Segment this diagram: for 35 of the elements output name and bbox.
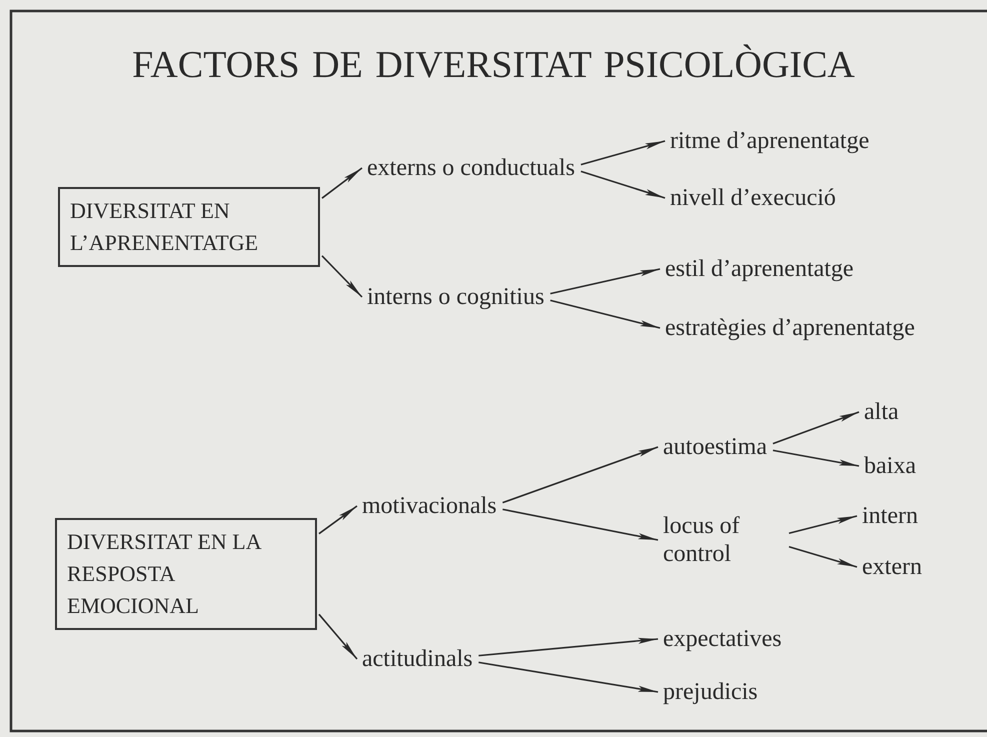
node-label: estil d’aprenentatge <box>665 255 854 283</box>
node-label: locus of control <box>663 512 741 568</box>
node-label: intern <box>862 502 918 530</box>
diagram-title: FACTORS DE DIVERSITAT PSICOLÒGICA <box>131 43 856 88</box>
arrow <box>318 614 358 660</box>
arrow <box>502 508 658 541</box>
node-label: motivacionals <box>362 492 497 520</box>
arrow <box>550 268 660 294</box>
arrow <box>478 638 658 656</box>
arrow <box>550 300 660 329</box>
arrow <box>772 450 860 467</box>
arrow <box>580 140 666 166</box>
node-label: extern <box>862 553 922 581</box>
node-label: externs o conductuals <box>367 154 575 182</box>
arrow <box>322 167 362 199</box>
arrow <box>318 505 358 534</box>
node-label: ritme d’aprenentatge <box>670 127 870 155</box>
arrow <box>580 170 666 199</box>
arrow <box>788 515 858 534</box>
category-box: DIVERSITAT EN LA RESPOSTA EMOCIONAL <box>55 518 317 630</box>
node-label: autoestima <box>663 433 767 461</box>
node-label: expectatives <box>663 625 782 653</box>
node-label: prejudicis <box>663 678 758 706</box>
arrow <box>788 546 858 568</box>
arrow <box>321 255 363 298</box>
arrow <box>772 411 860 444</box>
node-label: actitudinals <box>362 645 473 673</box>
node-label: alta <box>864 398 899 426</box>
arrow <box>478 662 658 693</box>
arrow <box>502 446 658 504</box>
node-label: baixa <box>864 452 916 480</box>
node-label: interns o cognitius <box>367 283 544 311</box>
category-box: DIVERSITAT EN L’APRENENTATGE <box>58 187 320 267</box>
node-label: estratègies d’aprenentatge <box>665 314 915 342</box>
node-label: nivell d’execució <box>670 184 836 212</box>
